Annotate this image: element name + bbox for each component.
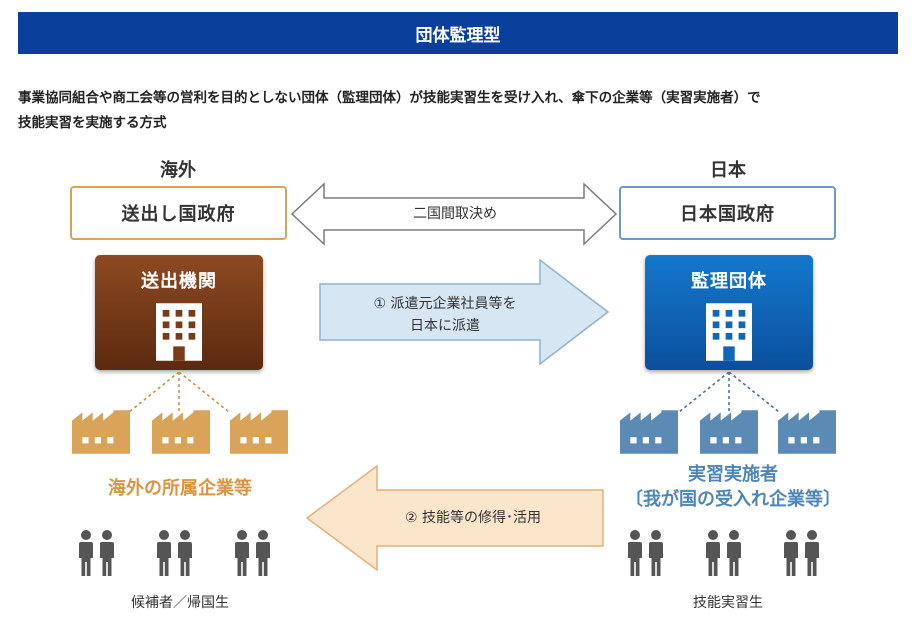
factory-icon [700, 410, 758, 454]
description: 事業協同組合や商工会等の営利を目的としない団体（監理団体）が技能実習生を受け入れ… [18, 86, 903, 136]
japan-companies-label-line-1: 実習実施者 [688, 464, 778, 485]
return-arrow-label: ② 技能等の修得･活用 [404, 510, 541, 526]
japan-connector-lines [678, 372, 780, 413]
person-icon [783, 530, 799, 576]
person-icon [234, 530, 250, 576]
trainees-label: 技能実習生 [693, 595, 763, 611]
building-icon [156, 303, 202, 361]
building-icon [706, 303, 752, 361]
factory-icon [620, 410, 678, 454]
person-group [705, 530, 742, 580]
person-icon [156, 530, 172, 576]
person-group [156, 530, 193, 580]
japan-companies-label: 実習実施者 〔我が国の受入れ企業等〕 [588, 462, 878, 512]
overseas-companies-label: 海外の所属企業等 [108, 478, 252, 499]
person-group [234, 530, 271, 580]
person-icon [804, 530, 820, 576]
sending-government-box: 送出し国政府 [70, 186, 287, 240]
sending-organization-label: 送出機関 [141, 271, 217, 292]
overseas-connector-lines [128, 372, 230, 413]
person-icon [627, 530, 643, 576]
person-group [783, 530, 820, 580]
dispatch-label-line-1: ① 派遣元企業社員等を [373, 296, 517, 312]
person-icon [78, 530, 94, 576]
description-line-2: 技能実習を実施する方式 [18, 115, 167, 131]
overseas-region-label: 海外 [160, 160, 196, 181]
person-icon [99, 530, 115, 576]
dispatch-label-line-2: 日本に派遣 [410, 318, 480, 334]
person-icon [705, 530, 721, 576]
dispatch-arrow [319, 258, 610, 366]
factory-icon [72, 410, 130, 454]
bilateral-arrow [290, 182, 618, 246]
person-icon [255, 530, 271, 576]
person-icon [726, 530, 742, 576]
japan-companies-label-line-2: 〔我が国の受入れ企業等〕 [625, 489, 841, 510]
description-line-1: 事業協同組合や商工会等の営利を目的としない団体（監理団体）が技能実習生を受け入れ… [18, 90, 761, 106]
factory-icon [152, 410, 210, 454]
factory-icon [230, 410, 288, 454]
factory-icon [778, 410, 836, 454]
supervising-organization-label: 監理団体 [691, 271, 767, 292]
person-group [78, 530, 115, 580]
sending-organization: 送出機関 [95, 255, 263, 370]
person-icon [648, 530, 664, 576]
dispatch-arrow-label: ① 派遣元企業社員等を 日本に派遣 [330, 293, 560, 337]
candidates-label: 候補者／帰国生 [131, 595, 229, 611]
person-icon [177, 530, 193, 576]
supervising-organization: 監理団体 [645, 255, 813, 370]
japan-government-box: 日本国政府 [619, 186, 836, 240]
return-arrow [305, 464, 604, 572]
bilateral-arrow-label: 二国間取決め [413, 206, 497, 222]
person-group [627, 530, 664, 580]
page-title: 団体監理型 [18, 12, 898, 54]
japan-region-label: 日本 [710, 160, 746, 181]
